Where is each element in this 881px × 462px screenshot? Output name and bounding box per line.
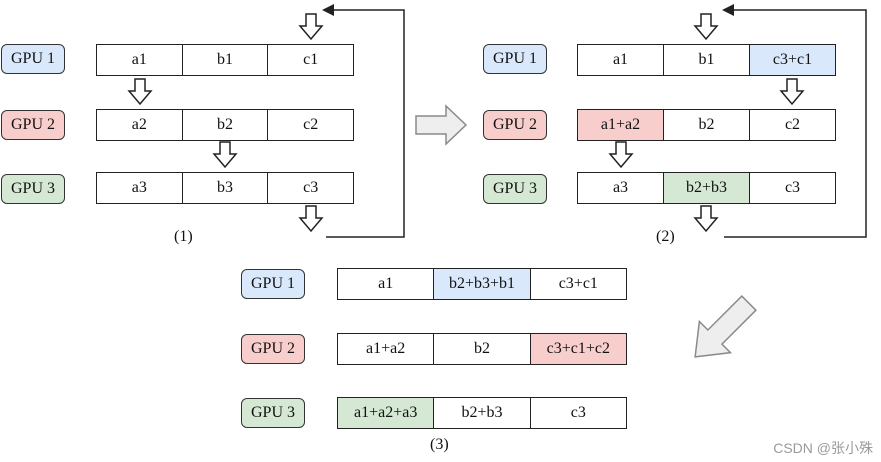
chunk-cell: a3 — [97, 173, 183, 203]
chunk-cell: a1 — [578, 45, 664, 75]
gpu-label: GPU 1 — [241, 269, 305, 299]
chunk-cell: b2 — [664, 110, 750, 140]
gpu-label: GPU 3 — [241, 398, 305, 428]
chunk-cell: c3+c1+c2 — [530, 334, 626, 364]
chunk-cell: b2 — [434, 334, 531, 364]
chunk-cell: c3+c1 — [530, 269, 626, 299]
wraparound-connector — [326, 9, 405, 238]
chunk-cell: b1 — [182, 45, 269, 75]
buffer-row: a3 b2+b3 c3 — [577, 172, 836, 204]
down-arrow-icon — [694, 205, 718, 232]
big-diagonal-arrow-icon — [694, 294, 758, 358]
chunk-cell: b2+b3 — [664, 173, 750, 203]
gpu-label: GPU 2 — [1, 110, 65, 140]
gpu-label: GPU 1 — [483, 44, 547, 74]
panel-caption: (3) — [430, 436, 449, 453]
wraparound-connector — [724, 9, 867, 238]
chunk-cell: a3 — [578, 173, 664, 203]
chunk-cell: c3 — [530, 398, 626, 428]
gpu-label: GPU 3 — [483, 174, 547, 204]
chunk-cell: c2 — [268, 110, 354, 140]
buffer-row: a2 b2 c2 — [96, 109, 354, 141]
chunk-cell: a1 — [338, 269, 435, 299]
down-arrow-icon — [780, 78, 804, 105]
buffer-row: a3 b3 c3 — [96, 172, 354, 204]
down-arrow-icon — [128, 78, 152, 105]
chunk-cell: c1 — [268, 45, 354, 75]
panel-caption: (2) — [656, 228, 675, 245]
watermark: CSDN @张小殊 — [773, 440, 873, 456]
arrowhead-left-icon — [722, 4, 734, 16]
chunk-cell: a1 — [97, 45, 183, 75]
chunk-cell: c3 — [268, 173, 354, 203]
gpu-label: GPU 2 — [483, 110, 547, 140]
gpu-label: GPU 1 — [1, 44, 65, 74]
chunk-cell: a1+a2 — [338, 334, 435, 364]
down-arrow-icon — [299, 13, 323, 40]
chunk-cell: b2+b3+b1 — [434, 269, 531, 299]
down-arrow-icon — [609, 141, 633, 168]
chunk-cell: b2+b3 — [434, 398, 531, 428]
chunk-cell: a2 — [97, 110, 183, 140]
chunk-cell: c2 — [750, 110, 835, 140]
down-arrow-icon — [213, 141, 237, 168]
chunk-cell: c3+c1 — [750, 45, 835, 75]
arrowhead-left-icon — [322, 4, 334, 16]
gpu-label: GPU 2 — [241, 334, 305, 364]
panel-caption: (1) — [174, 228, 193, 245]
buffer-row: a1+a2 b2 c3+c1+c2 — [337, 333, 627, 365]
chunk-cell: a1+a2 — [578, 110, 664, 140]
buffer-row: a1 b2+b3+b1 c3+c1 — [337, 268, 627, 300]
chunk-cell: b2 — [182, 110, 269, 140]
big-right-arrow-icon — [415, 104, 468, 146]
gpu-label: GPU 3 — [1, 174, 65, 204]
down-arrow-icon — [299, 205, 323, 232]
chunk-cell: b3 — [182, 173, 269, 203]
buffer-row: a1 b1 c3+c1 — [577, 44, 836, 76]
buffer-row: a1+a2 b2 c2 — [577, 109, 836, 141]
chunk-cell: b1 — [664, 45, 750, 75]
buffer-row: a1+a2+a3 b2+b3 c3 — [337, 397, 627, 429]
down-arrow-icon — [694, 13, 718, 40]
chunk-cell: a1+a2+a3 — [338, 398, 435, 428]
buffer-row: a1 b1 c1 — [96, 44, 354, 76]
chunk-cell: c3 — [750, 173, 835, 203]
